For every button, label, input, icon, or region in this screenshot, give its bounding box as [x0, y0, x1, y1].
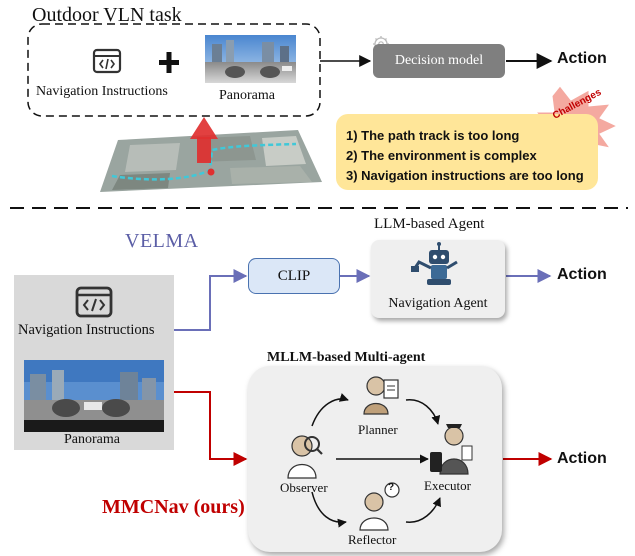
velma-title: VELMA — [125, 230, 199, 252]
up-arrow-icon — [190, 117, 218, 163]
code-window-icon — [92, 48, 122, 74]
action-label-mmcnav: Action — [557, 450, 607, 467]
code-window-icon — [75, 286, 113, 318]
plus-icon — [159, 52, 179, 73]
arrow-reflector-to-executor — [405, 497, 441, 523]
panorama-image-top — [205, 35, 296, 83]
multi-agent-title: MLLM-based Multi-agent — [267, 350, 426, 365]
mmcnav-connector-to-multiagent — [174, 391, 248, 466]
challenge-item: 3) Navigation instructions are too long — [346, 168, 584, 183]
robot-icon — [411, 242, 458, 285]
question-mark: ? — [388, 482, 395, 493]
action-label-velma: Action — [557, 266, 607, 283]
multi-agent-box: Planner Observer Executor Reflector ? — [248, 366, 502, 552]
llm-agent-title: LLM-based Agent — [374, 216, 485, 232]
mmcnav-title: MMCNav (ours) — [102, 496, 245, 518]
panorama-label: Panorama — [64, 432, 120, 447]
clip-box: CLIP — [248, 258, 340, 294]
panorama-label-top: Panorama — [219, 88, 275, 103]
input-panel: Navigation Instructions Panorama — [14, 275, 174, 450]
observer-label: Observer — [280, 480, 328, 495]
observer-icon — [287, 435, 323, 479]
challenges-list: 1) The path track is too long 2) The env… — [346, 126, 584, 186]
reflector-label: Reflector — [348, 532, 397, 547]
arrow-planner-to-executor — [405, 399, 441, 425]
navigation-agent-box: Navigation Agent — [371, 240, 505, 318]
challenge-item: 2) The environment is complex — [346, 148, 537, 163]
panorama-image — [24, 360, 164, 432]
navigation-agent-label: Navigation Agent — [388, 296, 488, 311]
challenges-box — [336, 114, 598, 190]
arrow-observer-to-planner — [311, 393, 349, 427]
task-title: Outdoor VLN task — [32, 4, 182, 26]
executor-icon — [430, 424, 473, 475]
velma-connector-to-clip — [174, 269, 248, 331]
multi-agent-flow — [287, 376, 473, 531]
executor-label: Executor — [424, 478, 471, 493]
planner-icon — [363, 376, 399, 415]
nav-instructions-label-top: Navigation Instructions — [36, 84, 168, 99]
planner-label: Planner — [358, 422, 398, 437]
challenge-item: 1) The path track is too long — [346, 128, 520, 143]
task-dashed-box — [27, 23, 321, 117]
action-label-top: Action — [557, 50, 607, 67]
nav-instructions-label: Navigation Instructions — [18, 322, 155, 338]
decision-model-box: Decision model — [373, 44, 505, 78]
arrow-observer-to-reflector — [311, 491, 347, 528]
reflector-icon — [359, 482, 400, 531]
